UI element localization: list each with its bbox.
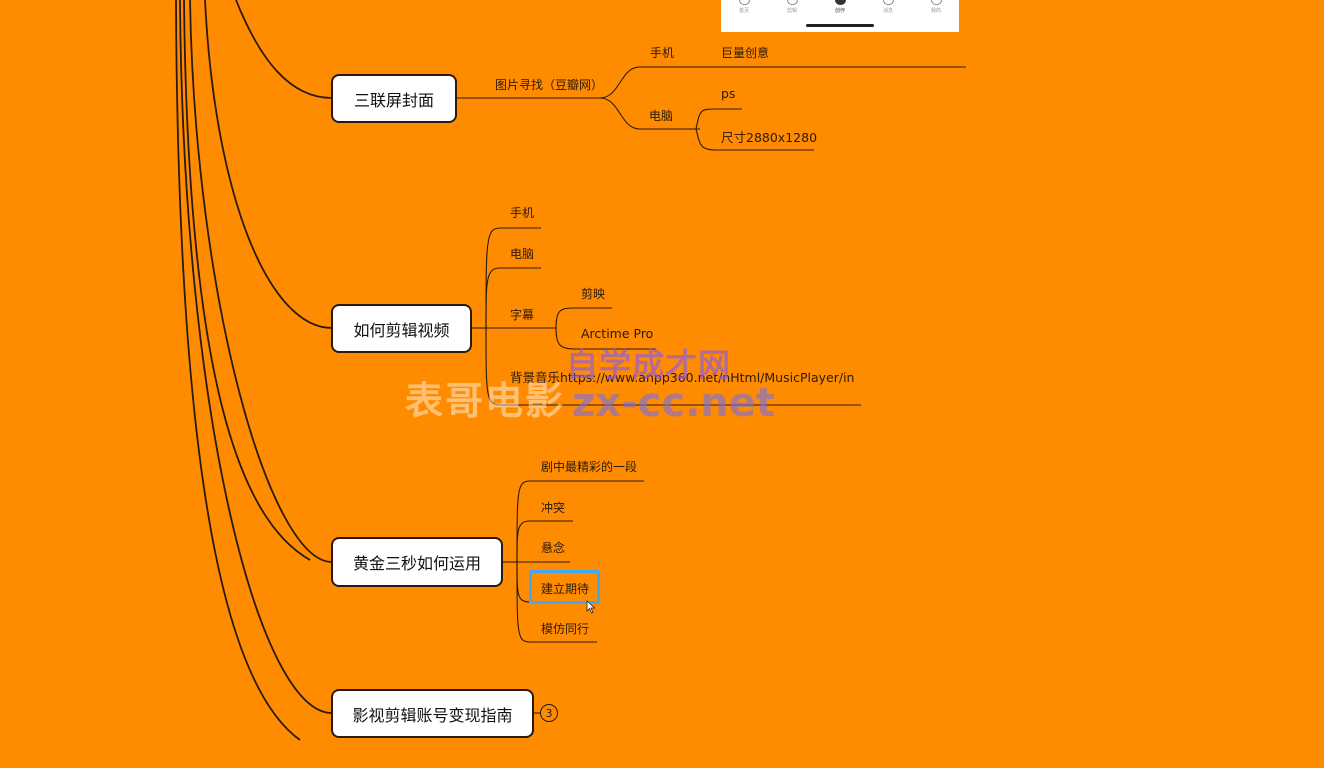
selection-highlight <box>529 570 600 604</box>
topic-sanlian-cover[interactable]: 三联屏封面 <box>331 74 457 123</box>
watermark-right-url: zx-cc.net <box>572 380 776 426</box>
label-edit-phone[interactable]: 手机 <box>510 206 535 220</box>
watermark-right-cn: 自学成才网 <box>566 346 732 384</box>
label-pc[interactable]: 电脑 <box>649 109 674 123</box>
tab-profile[interactable]: 我的 <box>916 0 956 14</box>
home-indicator <box>806 24 874 27</box>
label-subtitle[interactable]: 字幕 <box>510 308 535 322</box>
label-conflict[interactable]: 冲突 <box>541 501 566 515</box>
tab-edit[interactable]: 剪辑 <box>772 0 812 14</box>
label-imitate-peers[interactable]: 模仿同行 <box>541 622 590 636</box>
topic-monetization-guide[interactable]: 影视剪辑账号变现指南 <box>331 689 534 738</box>
label-edit-pc[interactable]: 电脑 <box>510 247 535 261</box>
label-build-expectation[interactable]: 建立期待 <box>541 582 590 596</box>
label-size[interactable]: 尺寸2880x1280 <box>721 130 818 145</box>
watermark-left: 表哥电影 <box>405 379 566 423</box>
tab-messages[interactable]: 消息 <box>868 0 908 14</box>
tab-home[interactable]: 首页 <box>724 0 764 14</box>
label-image-search[interactable]: 图片寻找（豆瓣网） <box>495 78 604 92</box>
home-icon <box>738 0 750 5</box>
user-icon <box>930 0 942 5</box>
label-background-music[interactable]: 背景音乐https://www.anpp360.net/nHtml/MusicP… <box>510 370 855 385</box>
label-phone[interactable]: 手机 <box>650 46 675 60</box>
mouse-pointer-icon <box>586 600 596 614</box>
phone-tabbar-image: 首页 剪辑 创作 消息 我的 <box>721 0 959 32</box>
topic-how-to-edit[interactable]: 如何剪辑视频 <box>331 304 472 353</box>
plus-icon <box>834 0 846 5</box>
label-best-scene[interactable]: 剧中最精彩的一段 <box>541 460 638 474</box>
message-icon <box>882 0 894 5</box>
collapsed-count-badge[interactable]: 3 <box>540 704 558 722</box>
topic-golden-three-seconds[interactable]: 黄金三秒如何运用 <box>331 537 503 587</box>
tab-create[interactable]: 创作 <box>820 0 860 14</box>
label-ps[interactable]: ps <box>721 86 736 101</box>
scissors-icon <box>786 0 798 5</box>
label-juliang[interactable]: 巨量创意 <box>721 46 770 60</box>
label-jianying[interactable]: 剪映 <box>581 287 606 301</box>
label-arctime[interactable]: Arctime Pro <box>581 326 654 341</box>
label-suspense[interactable]: 悬念 <box>541 541 566 555</box>
